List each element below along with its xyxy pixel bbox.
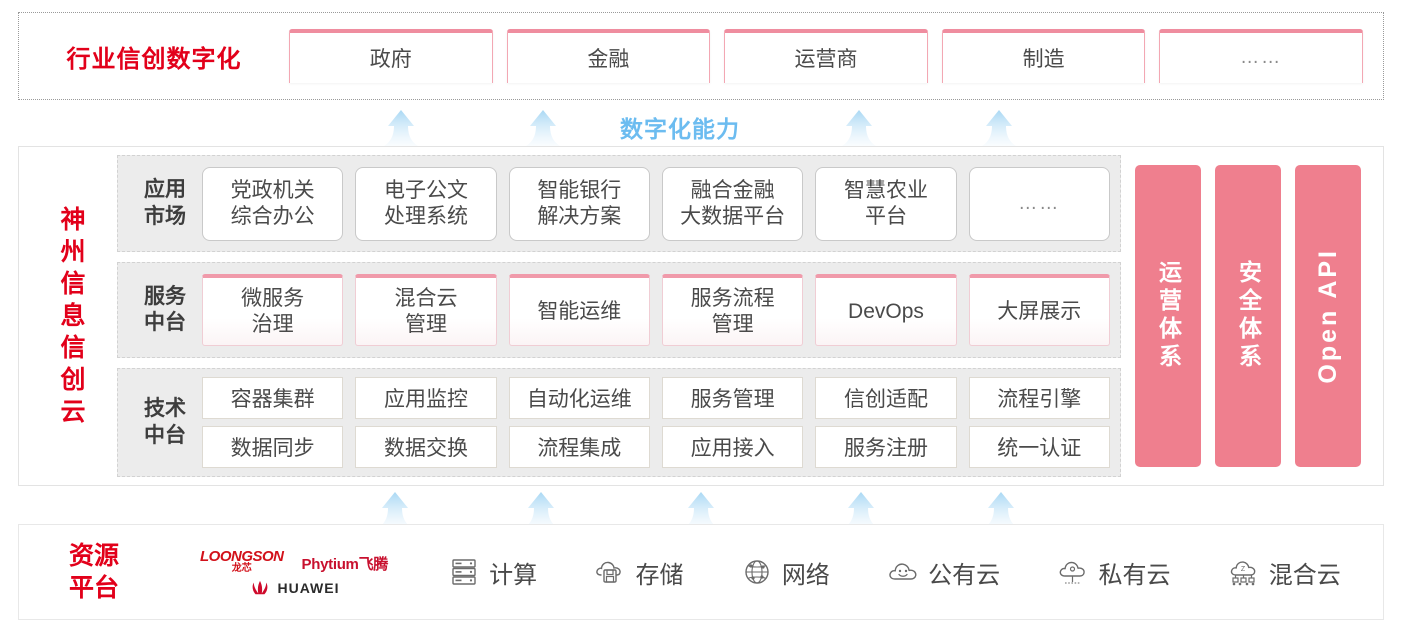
- upper-arrow-band: 数字化能力: [0, 104, 1402, 148]
- tech-card-service-registry[interactable]: 服务注册: [815, 426, 957, 468]
- tech-card-process-integration[interactable]: 流程集成: [508, 426, 650, 468]
- service-card-list: 微服务 治理 混合云 管理 智能运维 服务流程 管理: [202, 274, 1110, 347]
- app-card-smart-agriculture-platform[interactable]: 智慧农业 平台: [815, 166, 957, 241]
- resource-item-public-cloud[interactable]: 公有云: [886, 555, 1000, 590]
- service-card-devops[interactable]: DevOps: [815, 274, 957, 347]
- industry-band-title: 行业信创数字化: [66, 45, 242, 73]
- service-card-intelligent-ops[interactable]: 智能运维: [508, 274, 650, 347]
- side-panel-group: 运营体系 安全体系 Open API: [1121, 155, 1375, 477]
- side-panel-label: 运营体系: [1155, 260, 1182, 372]
- resource-item-label: 公有云: [928, 561, 1001, 589]
- server-icon: [452, 559, 476, 585]
- service-card-large-screen-display[interactable]: 大屏展示: [968, 274, 1110, 347]
- up-arrow-icon: [838, 490, 884, 530]
- service-card-service-process-management[interactable]: 服务流程 管理: [661, 274, 804, 347]
- app-card-e-document-system[interactable]: 电子公文 处理系统: [355, 166, 497, 241]
- up-arrow-icon: [372, 490, 418, 530]
- resource-platform-title: 资源 平台: [68, 541, 119, 603]
- tech-card-data-sync[interactable]: 数据同步: [202, 426, 344, 468]
- industry-card-finance[interactable]: 金融: [506, 29, 711, 83]
- huawei-flower-icon: [252, 580, 267, 594]
- resource-item-label: 混合云: [1268, 561, 1341, 589]
- industry-card-telecom[interactable]: 运营商: [724, 29, 928, 83]
- tech-platform-band: 技术 中台 容器集群 应用监控 自动化运维 服务管理 信创适配 流程引擎: [117, 368, 1121, 477]
- tech-card-service-management[interactable]: 服务管理: [661, 377, 804, 419]
- up-arrow-icon: [836, 108, 882, 148]
- industry-card-manufacturing[interactable]: 制造: [941, 29, 1146, 83]
- side-panel-operations-system[interactable]: 运营体系: [1135, 165, 1201, 467]
- cloud-section: 神州信息信创云 应用 市场 党政机关 综合办公 电: [18, 146, 1384, 486]
- capability-label: 数字化能力: [620, 116, 740, 142]
- cloud-rows: 应用 市场 党政机关 综合办公 电子公文 处理系统 智能银行: [117, 155, 1121, 477]
- service-card-microservice-governance[interactable]: 微服务 治理: [202, 274, 344, 347]
- application-card-list: 党政机关 综合办公 电子公文 处理系统 智能银行 解决方案 融合金融: [202, 166, 1110, 241]
- network-globe-icon: [745, 560, 769, 584]
- phytium-logo: Phytium飞腾: [301, 555, 389, 573]
- resource-item-label: 网络: [781, 561, 830, 589]
- app-card-finance-bigdata-platform[interactable]: 融合金融 大数据平台: [661, 166, 804, 241]
- tech-card-data-exchange[interactable]: 数据交换: [355, 426, 497, 468]
- band-label-application-market: 应用 市场: [144, 178, 186, 228]
- up-arrow-icon: [678, 490, 724, 530]
- application-market-band: 应用 市场 党政机关 综合办公 电子公文 处理系统 智能银行: [117, 155, 1121, 253]
- tech-card-automated-ops[interactable]: 自动化运维: [508, 377, 650, 419]
- resource-platform-section: 资源 平台 LOONGSON 龙芯 Phytium飞腾 HUAWEI: [18, 524, 1384, 620]
- side-panel-label: Open API: [1313, 248, 1342, 384]
- huawei-logo-text: HUAWEI: [277, 579, 340, 596]
- tech-card-grid: 容器集群 应用监控 自动化运维 服务管理 信创适配 流程引擎 数据同步 数据交换…: [202, 377, 1110, 468]
- tech-card-container-cluster[interactable]: 容器集群: [202, 377, 344, 419]
- loongson-logo: LOONGSON 龙芯: [200, 549, 284, 574]
- vendor-logo-row: LOONGSON 龙芯 Phytium飞腾: [200, 549, 388, 574]
- tech-card-xinchuang-adaptation[interactable]: 信创适配: [815, 377, 957, 419]
- cloud-storage-icon: [596, 561, 622, 583]
- up-arrow-icon: [518, 490, 564, 530]
- loongson-logo-text: LOONGSON: [200, 547, 284, 565]
- tech-card-app-monitoring[interactable]: 应用监控: [355, 377, 497, 419]
- resource-item-private-cloud[interactable]: 私有云: [1056, 555, 1170, 590]
- huawei-logo: HUAWEI: [249, 580, 340, 596]
- resource-item-network[interactable]: 网络: [740, 555, 830, 590]
- side-panel-label: 安全体系: [1235, 260, 1262, 372]
- resource-item-label: 私有云: [1098, 561, 1171, 589]
- cloud-body: 应用 市场 党政机关 综合办公 电子公文 处理系统 智能银行: [105, 147, 1383, 485]
- up-arrow-icon: [978, 490, 1024, 530]
- resource-item-label: 存储: [635, 561, 684, 589]
- app-card-smart-bank-solution[interactable]: 智能银行 解决方案: [508, 166, 650, 241]
- hybrid-cloud-icon: Z: [1230, 561, 1256, 586]
- side-panel-open-api[interactable]: Open API: [1295, 165, 1361, 467]
- resource-item-list: 计算 存储 网络: [419, 555, 1383, 590]
- side-panel-security-system[interactable]: 安全体系: [1215, 165, 1281, 467]
- band-label-tech-platform: 技术 中台: [144, 397, 186, 447]
- resource-item-storage[interactable]: 存储: [593, 555, 683, 590]
- industry-card-list: 政府 金融 运营商 制造 ……: [289, 29, 1383, 83]
- tech-card-row: 容器集群 应用监控 自动化运维 服务管理 信创适配 流程引擎: [202, 377, 1110, 419]
- vendor-logo-group: LOONGSON 龙芯 Phytium飞腾 HUAWEI: [169, 549, 419, 596]
- svg-text:Z: Z: [1241, 566, 1246, 573]
- tech-card-process-engine[interactable]: 流程引擎: [968, 377, 1110, 419]
- tech-card-unified-auth[interactable]: 统一认证: [968, 426, 1110, 468]
- resource-item-label: 计算: [489, 561, 538, 589]
- tech-card-row: 数据同步 数据交换 流程集成 应用接入 服务注册 统一认证: [202, 426, 1110, 468]
- industry-card-government[interactable]: 政府: [289, 29, 493, 83]
- app-card-more[interactable]: ……: [968, 166, 1110, 241]
- service-platform-band: 服务 中台 微服务 治理 混合云 管理 智能运维: [117, 262, 1121, 358]
- cloud-title-char: 神州信息信创云: [60, 206, 86, 426]
- app-card-government-office[interactable]: 党政机关 综合办公: [202, 166, 344, 241]
- up-arrow-icon: [378, 108, 424, 148]
- loongson-logo-cn: 龙芯: [231, 562, 252, 574]
- resource-item-compute[interactable]: 计算: [447, 555, 537, 590]
- service-card-hybrid-cloud-management[interactable]: 混合云 管理: [355, 274, 497, 347]
- resource-item-hybrid-cloud[interactable]: Z 混合云: [1227, 555, 1341, 590]
- private-cloud-icon: [1060, 561, 1086, 584]
- cloud-section-title: 神州信息信创云: [41, 147, 105, 485]
- lower-arrow-band: [0, 486, 1402, 530]
- up-arrow-icon: [976, 108, 1022, 148]
- public-cloud-icon: [889, 563, 917, 580]
- industry-card-more[interactable]: ……: [1159, 29, 1363, 83]
- band-label-service-platform: 服务 中台: [144, 284, 186, 335]
- industry-band: 行业信创数字化 政府 金融 运营商 制造 ……: [18, 12, 1384, 100]
- tech-card-app-access[interactable]: 应用接入: [661, 426, 804, 468]
- up-arrow-icon: [520, 108, 566, 148]
